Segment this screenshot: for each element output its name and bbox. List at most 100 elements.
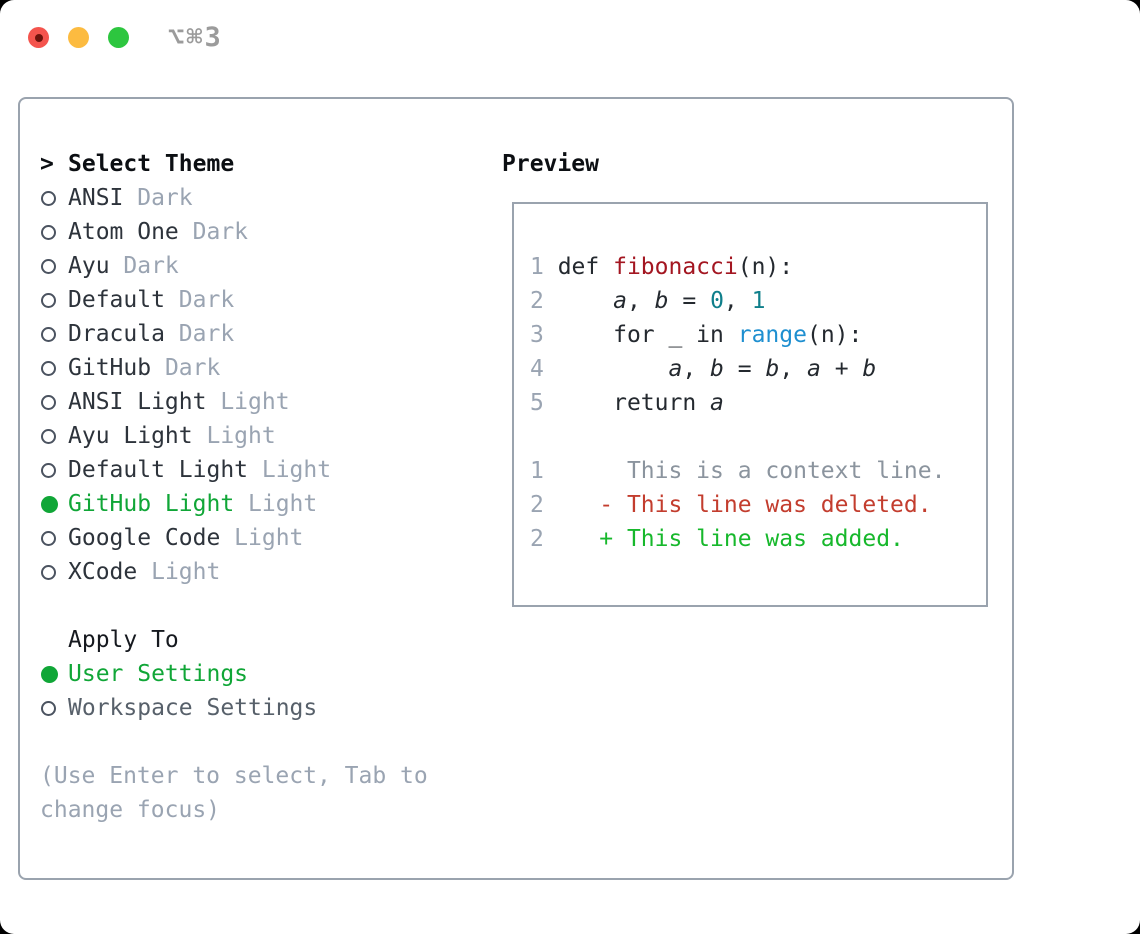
theme-option-label: Dracula bbox=[68, 321, 165, 347]
code-text: a, b = 0, 1 bbox=[613, 288, 766, 314]
radio-unselected-icon bbox=[41, 428, 56, 444]
diff-line-added: 2 + This line was added. bbox=[530, 522, 986, 556]
code-line: 4 a, b = b, a + b bbox=[530, 352, 986, 386]
marker-cell bbox=[40, 462, 68, 478]
code-line: 3 for _ in range(n): bbox=[530, 318, 986, 352]
diff-line-context: 1 This is a context line. bbox=[530, 454, 986, 488]
theme-option-default[interactable]: Default Dark bbox=[40, 283, 476, 317]
theme-option-github-light[interactable]: GitHub Light Light bbox=[40, 487, 476, 521]
radio-unselected-icon bbox=[41, 462, 56, 478]
line-number: 5 bbox=[530, 390, 544, 416]
apply-option-label: User Settings bbox=[68, 661, 249, 687]
prompt-caret-icon: > bbox=[40, 151, 54, 177]
radio-unselected-icon bbox=[41, 292, 56, 308]
marker-cell bbox=[40, 360, 68, 376]
theme-option-label: GitHub Light bbox=[68, 491, 235, 517]
theme-option-label: ANSI bbox=[68, 185, 124, 211]
theme-variant-tag: Light bbox=[206, 423, 276, 449]
preview-title: Preview bbox=[502, 151, 599, 177]
apply-option-user-settings[interactable]: User Settings bbox=[40, 657, 476, 691]
line-number: 2 bbox=[530, 288, 544, 314]
apply-to-header: Apply To bbox=[40, 623, 476, 657]
theme-option-google-code[interactable]: Google Code Light bbox=[40, 521, 476, 555]
theme-option-ayu-light[interactable]: Ayu Light Light bbox=[40, 419, 476, 453]
theme-option-label: Google Code bbox=[68, 525, 221, 551]
code-text: def fibonacci(n): bbox=[557, 254, 794, 280]
theme-option-default-light[interactable]: Default Light Light bbox=[40, 453, 476, 487]
theme-variant-tag: Dark bbox=[178, 287, 235, 313]
radio-unselected-icon bbox=[41, 564, 56, 580]
marker-cell bbox=[40, 258, 68, 274]
theme-option-ansi[interactable]: ANSI Dark bbox=[40, 181, 476, 215]
theme-option-label: GitHub bbox=[68, 355, 152, 381]
theme-variant-tag: Dark bbox=[192, 219, 249, 245]
code-text: a, b = b, a + b bbox=[668, 356, 877, 382]
theme-variant-tag: Light bbox=[151, 559, 221, 585]
theme-variant-tag: Dark bbox=[123, 253, 179, 279]
code-text: for _ in range(n): bbox=[557, 322, 863, 348]
close-dot-icon bbox=[34, 33, 43, 42]
window-titlebar: ⌥⌘3 bbox=[0, 0, 1140, 70]
line-number: 1 bbox=[530, 458, 544, 484]
preview-box: 1 def fibonacci(n): 2 a, b = 0, 1 3 for _ i… bbox=[512, 202, 988, 607]
apply-option-label: Workspace Settings bbox=[68, 695, 318, 721]
theme-variant-tag: Light bbox=[261, 457, 332, 483]
marker-cell bbox=[40, 326, 68, 342]
radio-selected-icon bbox=[41, 495, 58, 513]
radio-selected-icon bbox=[41, 665, 58, 683]
minimize-button[interactable] bbox=[68, 27, 89, 48]
marker-cell bbox=[40, 394, 68, 410]
theme-variant-tag: Light bbox=[220, 389, 290, 415]
marker-cell bbox=[40, 224, 68, 240]
theme-option-label: Default Light bbox=[68, 457, 249, 483]
select-theme-title: Select Theme bbox=[68, 151, 235, 177]
diff-text: This is a context line. bbox=[557, 458, 946, 484]
radio-unselected-icon bbox=[41, 190, 56, 206]
theme-variant-tag: Light bbox=[248, 491, 318, 517]
diff-text: - This line was deleted. bbox=[557, 492, 932, 518]
line-number: 4 bbox=[530, 356, 544, 382]
zoom-button[interactable] bbox=[108, 27, 129, 48]
spacer bbox=[40, 589, 476, 623]
marker-cell bbox=[40, 428, 68, 444]
code-block: 1 def fibonacci(n): 2 a, b = 0, 1 3 for _ i… bbox=[530, 250, 986, 420]
theme-option-label: Ayu bbox=[68, 253, 110, 279]
code-text: return a bbox=[557, 390, 724, 416]
theme-option-label: Default bbox=[68, 287, 165, 313]
theme-option-ansi-light[interactable]: ANSI Light Light bbox=[40, 385, 476, 419]
marker-cell bbox=[40, 495, 68, 513]
radio-unselected-icon bbox=[41, 700, 56, 716]
radio-unselected-icon bbox=[41, 258, 56, 274]
line-number: 3 bbox=[530, 322, 544, 348]
theme-option-label: Ayu Light bbox=[68, 423, 193, 449]
line-number: 2 bbox=[530, 492, 544, 518]
line-number: 1 bbox=[530, 254, 544, 280]
close-button[interactable] bbox=[28, 27, 49, 48]
diff-text: + This line was added. bbox=[557, 526, 904, 552]
diff-block: 1 This is a context line.2 - This line w… bbox=[530, 454, 986, 556]
apply-option-workspace-settings[interactable]: Workspace Settings bbox=[40, 691, 476, 725]
apply-to-title: Apply To bbox=[68, 627, 179, 653]
theme-variant-tag: Dark bbox=[137, 185, 193, 211]
marker-cell bbox=[40, 292, 68, 308]
select-theme-header: > Select Theme bbox=[40, 147, 476, 181]
theme-variant-tag: Light bbox=[234, 525, 304, 551]
marker-cell bbox=[40, 665, 68, 683]
marker-cell bbox=[40, 564, 68, 580]
radio-unselected-icon bbox=[41, 530, 56, 546]
theme-option-label: ANSI Light bbox=[68, 389, 207, 415]
diff-line-deleted: 2 - This line was deleted. bbox=[530, 488, 986, 522]
theme-option-ayu[interactable]: Ayu Dark bbox=[40, 249, 476, 283]
line-number: 2 bbox=[530, 526, 544, 552]
radio-unselected-icon bbox=[41, 394, 56, 410]
spacer bbox=[530, 420, 986, 454]
